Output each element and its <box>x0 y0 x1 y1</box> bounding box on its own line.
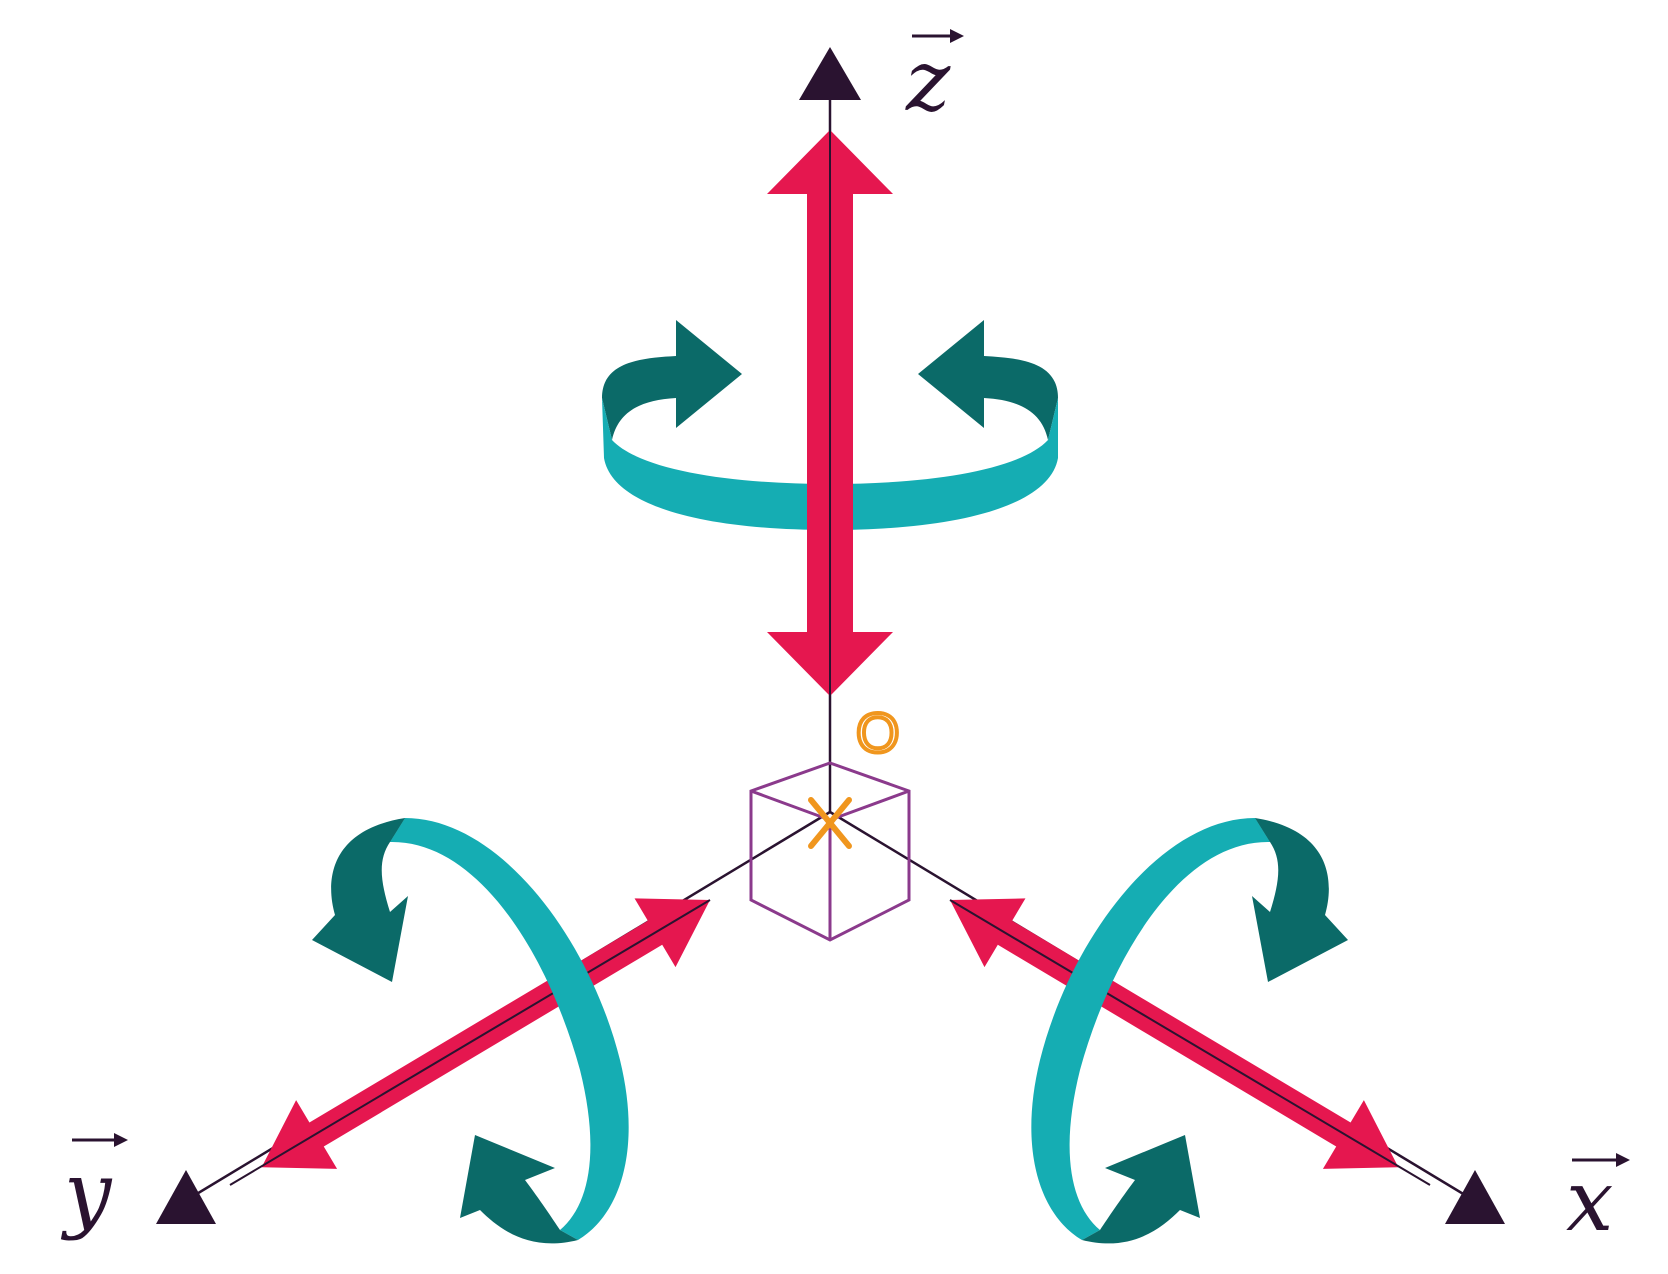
x-vector-arrow-icon <box>1572 1153 1630 1167</box>
y-rotation-lower-arrow-icon <box>460 1135 578 1244</box>
z-axis-label-group: z <box>905 29 964 130</box>
origin-label: O <box>856 701 900 764</box>
volume-cube-icon <box>749 761 911 942</box>
y-axis-label-group: y <box>60 1133 128 1242</box>
y-axis-tip-icon <box>156 1170 216 1224</box>
z-rotation-right-arrow-icon <box>918 320 1058 440</box>
axis-overlay-lines <box>229 130 1431 1186</box>
z-axis-label: z <box>905 32 951 130</box>
x-rotation-lower-arrow-icon <box>1082 1135 1200 1244</box>
y-rotation-arrows <box>312 818 629 1244</box>
origin-cross-icon <box>808 797 852 849</box>
x-axis-tip-icon <box>1445 1170 1505 1224</box>
z-axis-tip-icon <box>799 47 861 100</box>
axis-tips <box>156 47 1505 1224</box>
x-axis-label-group: x <box>1566 1152 1630 1250</box>
y-vector-arrow-icon <box>72 1133 128 1147</box>
x-rotation-arrows <box>1031 818 1348 1244</box>
x-rotation-band-icon <box>1031 818 1270 1240</box>
y-axis-label: y <box>60 1144 113 1242</box>
z-vector-arrow-icon <box>912 29 964 43</box>
y-rotation-upper-arrow-icon <box>312 818 408 982</box>
z-rotation-band-icon <box>602 398 1058 530</box>
y-rotation-band-icon <box>390 818 629 1240</box>
z-rotation-arrows <box>602 320 1058 530</box>
z-rotation-left-arrow-icon <box>602 320 742 440</box>
x-axis-label: x <box>1566 1152 1613 1250</box>
x-rotation-upper-arrow-icon <box>1252 818 1348 982</box>
